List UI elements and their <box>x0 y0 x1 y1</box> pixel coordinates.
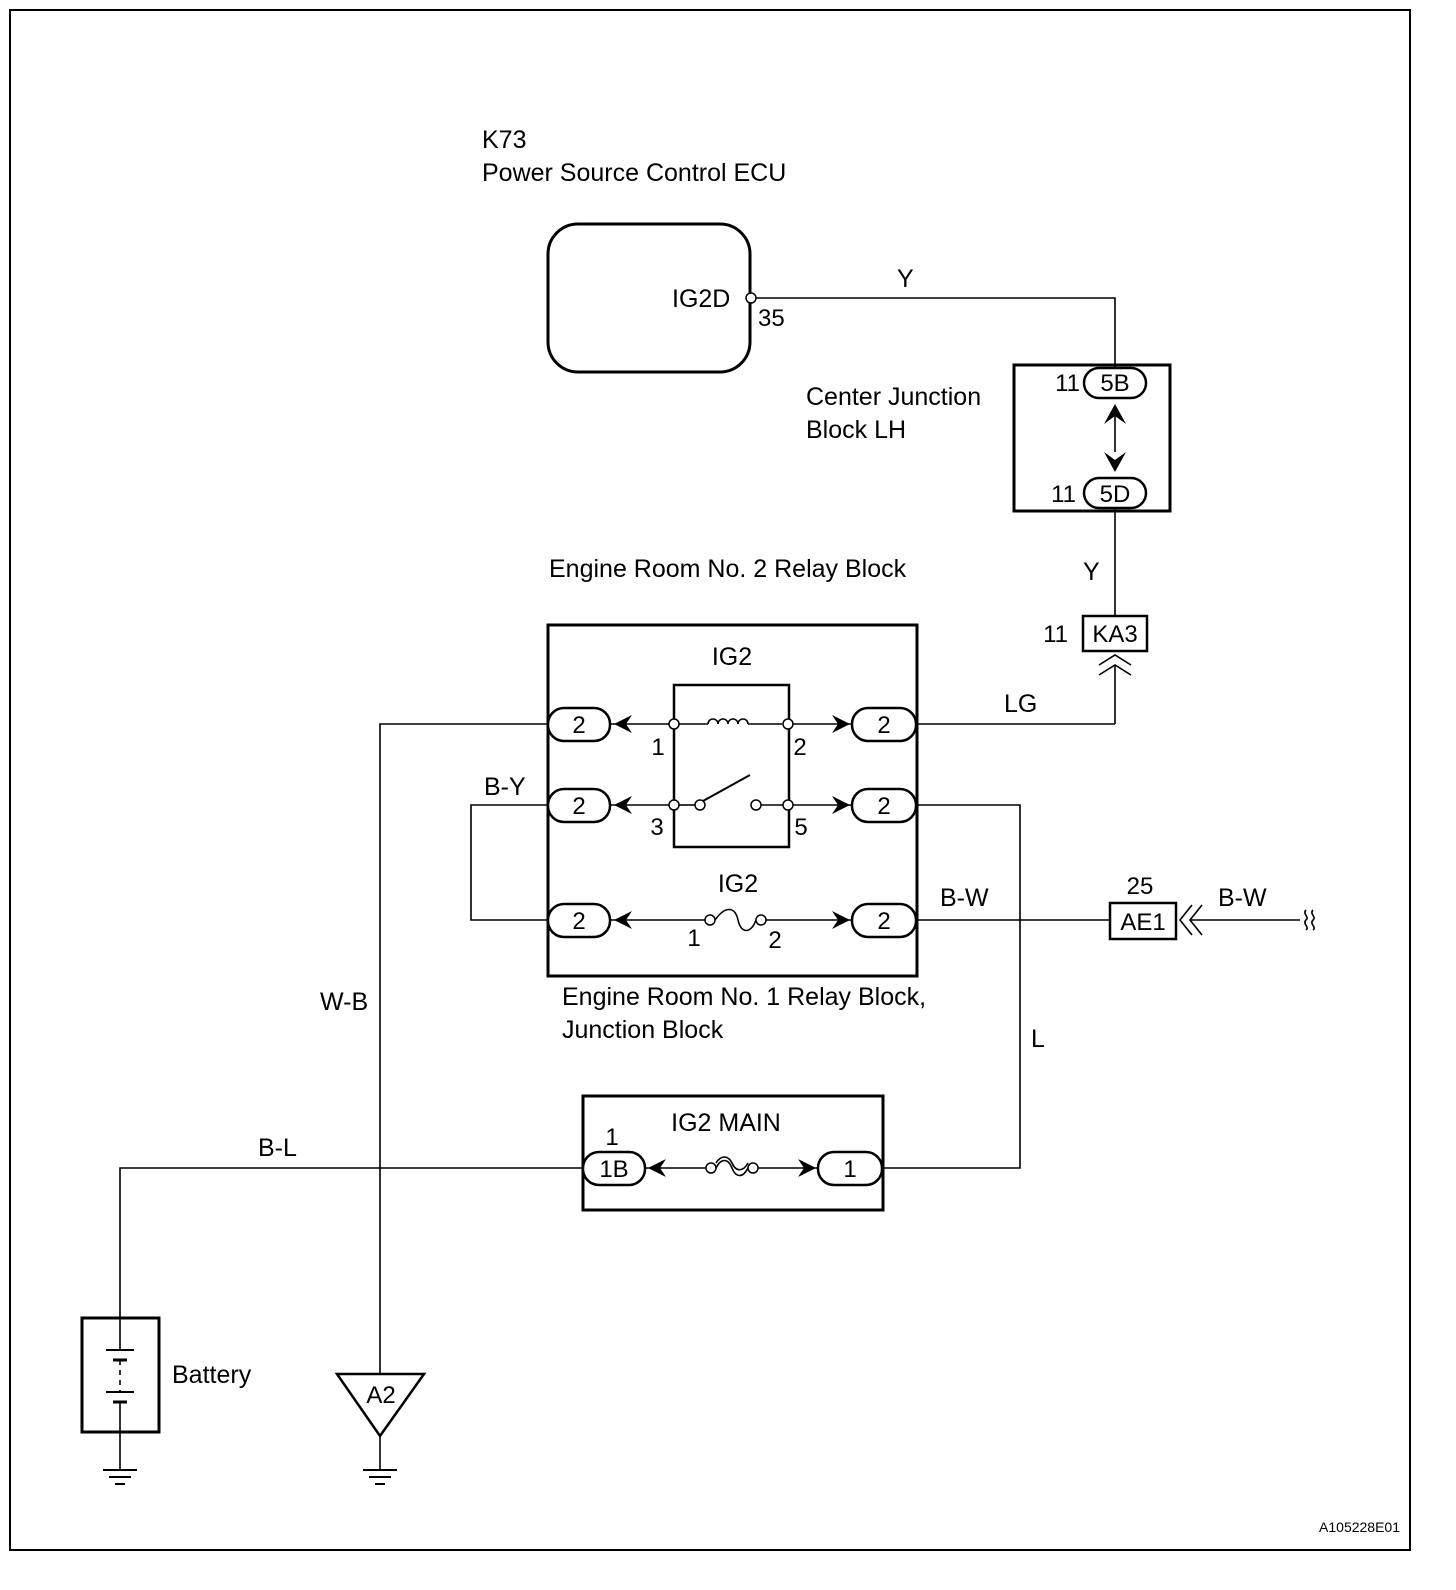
ecu-terminal-dot <box>745 292 757 304</box>
wire-l-label: L <box>1031 1025 1045 1053</box>
cjb-connector-5b <box>1082 366 1148 400</box>
connector-ka3 <box>1081 614 1149 653</box>
cjb-connector-5b-label: 5B <box>1100 370 1129 397</box>
ground-point-a2-label: A2 <box>366 1382 395 1409</box>
relay-pin3-dot <box>668 799 680 811</box>
relay-pin1-label: 1 <box>651 734 664 761</box>
ig2-main-fuse-right-dot <box>747 1162 759 1174</box>
ig2-main-label: IG2 MAIN <box>671 1109 781 1137</box>
relay-pin2-label: 2 <box>793 734 806 761</box>
connector-ae1 <box>1108 901 1178 941</box>
ecu-terminal-label: IG2D <box>672 285 730 313</box>
cjb-name-line1: Center Junction <box>806 383 981 411</box>
fuse-right-dot <box>755 914 767 926</box>
ground-a2-icon <box>363 1469 397 1485</box>
wire-continuation-icon <box>1304 909 1315 931</box>
ig2-main-fuse-left-dot <box>705 1162 717 1174</box>
ecu-code: K73 <box>482 126 526 154</box>
ae1-chevron-1 <box>1178 904 1193 936</box>
relay-pin3-label: 3 <box>650 814 663 841</box>
battery-ground-icon <box>103 1469 137 1485</box>
wire-by-label: B-Y <box>484 773 526 801</box>
er1-line2: Junction Block <box>562 1016 724 1044</box>
er2-connector-row1-right-pin: 2 <box>877 712 890 739</box>
er2-title: Engine Room No. 2 Relay Block <box>549 555 907 583</box>
fuse-pin1-label: 1 <box>687 925 700 952</box>
cjb-pin-top: 11 <box>1055 370 1080 397</box>
fuse-icon <box>714 908 757 932</box>
cjb-box <box>1012 363 1172 513</box>
wire-wb-label: W-B <box>320 988 368 1016</box>
connector-ka3-pin: 11 <box>1043 621 1068 648</box>
fusible-link-icon <box>715 1156 749 1177</box>
relay-pin2-dot <box>782 718 794 730</box>
er1-line1: Engine Room No. 1 Relay Block, <box>562 983 926 1011</box>
relay-switch-contact <box>750 799 762 811</box>
ecu-pin-number: 35 <box>758 305 785 332</box>
battery-label: Battery <box>172 1361 252 1389</box>
ig2-main-connector-1-label: 1 <box>843 1156 856 1183</box>
cjb-arrow-down <box>1104 452 1126 472</box>
ig2-main-connector-1 <box>816 1150 884 1187</box>
wire-by <box>470 804 548 921</box>
relay-switch-blade <box>702 774 751 802</box>
er2-connector-row2-left-pin: 2 <box>572 793 585 820</box>
wire-y-top-label: Y <box>897 265 914 293</box>
wire-y-mid-label: Y <box>1083 558 1100 586</box>
er2-connector-row1-left-pin: 2 <box>572 712 585 739</box>
cjb-connector-5d-label: 5D <box>1100 481 1131 508</box>
wire-bw-right-label: B-W <box>1218 884 1267 912</box>
er2-connector-row3-left-pin: 2 <box>572 908 585 935</box>
ig2-main-connector-1b-label: 1B <box>599 1156 628 1183</box>
ig2-main-left-pin: 1 <box>605 1124 618 1151</box>
wire-bw-left-label: B-W <box>940 884 989 912</box>
fuse-label: IG2 <box>718 870 758 898</box>
cjb-pin-bottom: 11 <box>1051 481 1076 508</box>
er2-connector-row3-right-pin: 2 <box>877 908 890 935</box>
figure-id: A105228E01 <box>1319 1519 1400 1535</box>
ig2-main-box <box>581 1094 885 1212</box>
connector-ka3-label: KA3 <box>1092 621 1137 648</box>
cjb-name-line2: Block LH <box>806 416 906 444</box>
diagram-frame <box>9 9 1411 1551</box>
cjb-arrow-up <box>1104 404 1126 424</box>
wire-ecu-to-cjb <box>756 297 1116 370</box>
relay-switch-pivot <box>694 799 706 811</box>
relay-pin5-label: 5 <box>794 814 807 841</box>
fuse-left-dot <box>704 914 716 926</box>
wire-lg-label: LG <box>1004 690 1037 718</box>
fuse-pin2-label: 2 <box>768 927 781 954</box>
wire-bl-label: B-L <box>258 1134 297 1162</box>
relay-pin5-dot <box>782 799 794 811</box>
relay-coil-icon <box>707 718 749 725</box>
wire-bl <box>119 1167 583 1318</box>
er2-connector-row2-right-pin: 2 <box>877 793 890 820</box>
ecu-name: Power Source Control ECU <box>482 159 786 187</box>
relay-label: IG2 <box>712 643 752 671</box>
relay-box <box>672 683 791 849</box>
wire-l <box>883 804 1021 1169</box>
wire-wb <box>379 723 548 1376</box>
ground-point-a2-triangle <box>334 1372 427 1439</box>
connector-ae1-pin: 25 <box>1127 873 1154 900</box>
ka3-chevron-1 <box>1098 654 1132 666</box>
connector-ae1-label: AE1 <box>1120 909 1165 936</box>
relay-pin1-dot <box>668 718 680 730</box>
